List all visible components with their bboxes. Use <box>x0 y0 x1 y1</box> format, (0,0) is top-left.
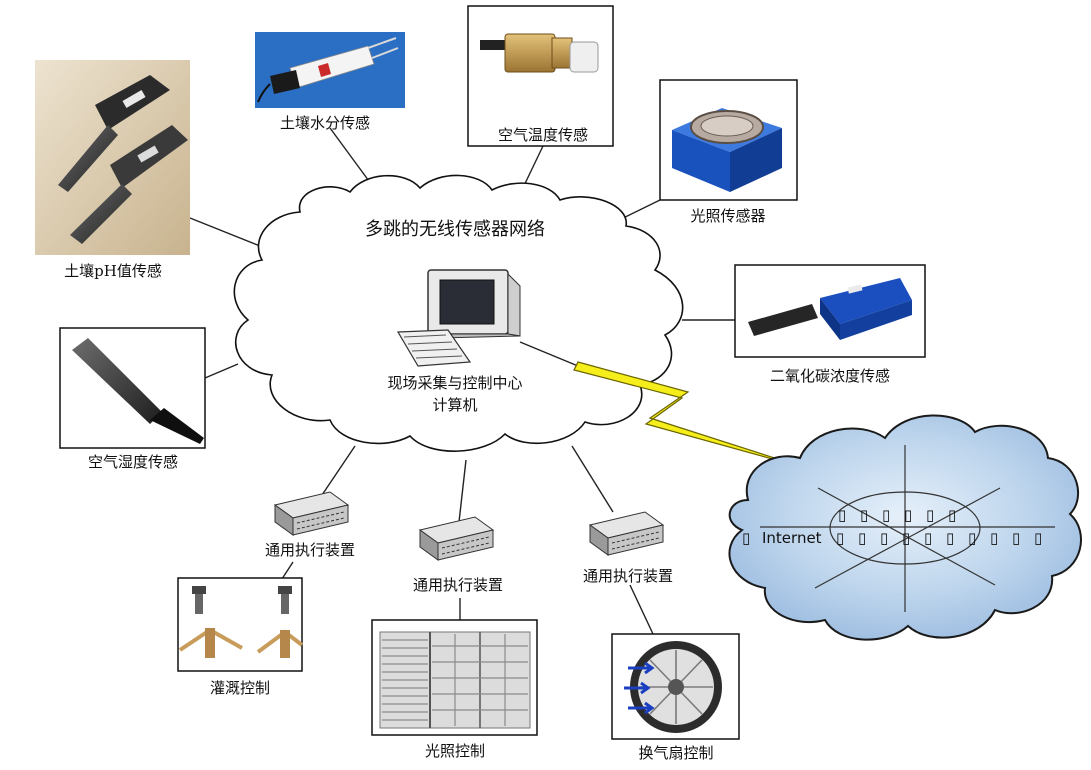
svg-text:▯: ▯ <box>990 529 998 547</box>
internet-cloud: ▯ Internet ▯ ▯ ▯ ▯ ▯ ▯ ▯ ▯ ▯ ▯ ▯ ▯ ▯ ▯ ▯… <box>728 414 1082 641</box>
link-fan <box>629 584 654 635</box>
actuator-right-label: 通用执行装置 <box>583 567 673 585</box>
air-temperature-label: 空气温度传感 <box>498 126 588 144</box>
actuator-switch-icon <box>273 491 350 536</box>
link-actuator-right <box>571 445 614 513</box>
air-temperature-photo-frame <box>467 5 614 147</box>
irrigation-label: 灌溉控制 <box>210 679 270 697</box>
lighting-label: 光照控制 <box>425 742 485 760</box>
svg-text:▯: ▯ <box>882 506 890 524</box>
svg-text:▯: ▯ <box>926 506 934 524</box>
actuator-switch-icon <box>588 511 665 556</box>
link-actuator-left <box>319 445 356 499</box>
light-sensor-label: 光照传感器 <box>690 207 765 225</box>
computer-icon <box>396 269 521 367</box>
svg-text:▯: ▯ <box>860 506 868 524</box>
svg-text:▯: ▯ <box>968 529 976 547</box>
network-title: 多跳的无线传感器网络 <box>365 219 545 240</box>
fan-icon <box>624 641 722 733</box>
svg-text:▯: ▯ <box>858 529 866 547</box>
light-sensor-icon <box>672 108 782 192</box>
wireless-link-lightning <box>519 341 813 471</box>
shade-panel-icon <box>379 631 531 729</box>
sensor-light: 光照传感器 <box>659 79 798 225</box>
control-lighting: 光照控制 <box>371 619 538 760</box>
wireless-network-cloud: 多跳的无线传感器网络 现场采集与控制中心 计算机 <box>233 174 684 452</box>
connection-lines <box>189 127 735 635</box>
control-irrigation: 灌溉控制 <box>177 577 304 697</box>
sensor-soil-ph: 土壤pH值传感 <box>35 60 190 280</box>
soil-ph-probe-icon <box>58 75 188 244</box>
svg-text:▯: ▯ <box>904 506 912 524</box>
actuator-middle-label: 通用执行装置 <box>413 576 503 594</box>
lightning-bolt-icon <box>573 361 813 471</box>
svg-text:▯: ▯ <box>948 506 956 524</box>
internet-globe-lines <box>760 445 1055 612</box>
actuator-switch-icon <box>418 516 495 561</box>
svg-text:▯: ▯ <box>1034 529 1042 547</box>
internet-glyph-row: ▯ ▯ ▯ ▯ ▯ ▯ ▯ ▯ ▯ ▯ ▯ ▯ ▯ ▯ ▯ ▯ <box>836 506 1042 547</box>
internet-glyph-left: ▯ <box>742 529 750 547</box>
fan-label: 换气扇控制 <box>638 744 713 762</box>
soil-ph-label: 土壤pH值传感 <box>64 262 162 280</box>
co2-sensor-label: 二氧化碳浓度传感 <box>770 367 890 385</box>
soil-moisture-probe-icon <box>257 37 399 103</box>
sensor-air-humidity: 空气湿度传感 <box>59 327 206 471</box>
sensor-co2: 二氧化碳浓度传感 <box>734 264 926 385</box>
actuator-middle: 通用执行装置 <box>413 516 503 594</box>
svg-text:▯: ▯ <box>924 529 932 547</box>
svg-text:▯: ▯ <box>902 529 910 547</box>
soil-moisture-label: 土壤水分传感 <box>280 114 370 132</box>
air-temperature-sensor-icon <box>480 33 599 73</box>
svg-text:▯: ▯ <box>836 529 844 547</box>
co2-sensor-icon <box>748 278 912 340</box>
actuator-right: 通用执行装置 <box>583 511 673 585</box>
sprinkler-icon <box>178 586 304 658</box>
center-label-line2: 计算机 <box>432 396 477 414</box>
air-humidity-probe-icon <box>72 338 204 444</box>
air-humidity-label: 空气湿度传感 <box>88 453 178 471</box>
control-fan: 换气扇控制 <box>611 633 740 762</box>
link-air-humidity <box>204 363 239 379</box>
actuator-left: 通用执行装置 <box>265 491 355 559</box>
link-actuator-middle <box>458 459 467 523</box>
link-soil-ph <box>189 217 271 251</box>
actuator-left-label: 通用执行装置 <box>265 541 355 559</box>
svg-text:▯: ▯ <box>880 529 888 547</box>
sensor-air-temperature: 空气温度传感 <box>467 5 614 147</box>
sensor-soil-moisture: 土壤水分传感 <box>255 32 405 132</box>
center-label-line1: 现场采集与控制中心 <box>387 374 522 392</box>
svg-text:▯: ▯ <box>946 529 954 547</box>
svg-text:▯: ▯ <box>1012 529 1020 547</box>
svg-text:▯: ▯ <box>838 506 846 524</box>
internet-label: Internet <box>762 529 822 547</box>
